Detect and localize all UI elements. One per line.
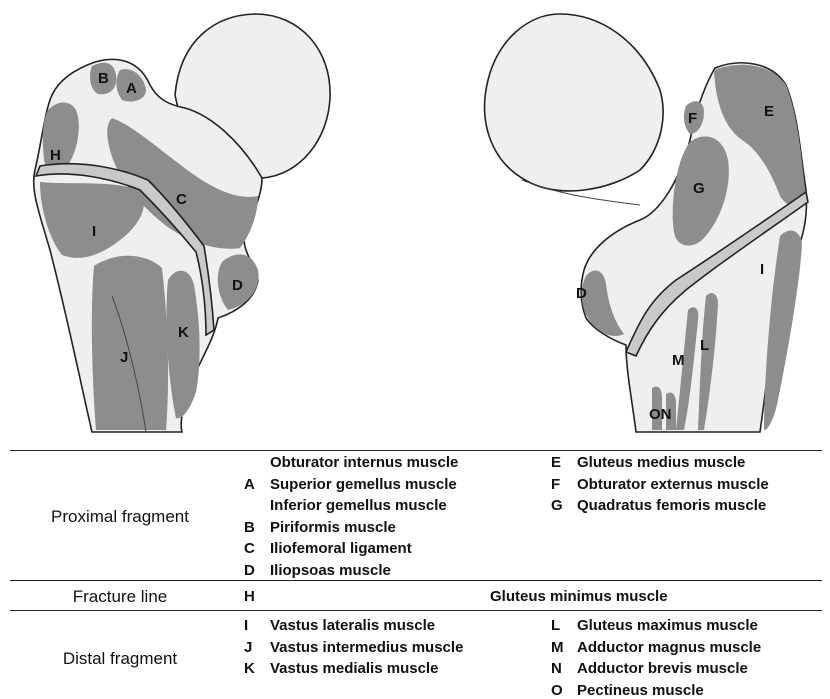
section-proximal-label: Proximal fragment [0, 507, 240, 527]
right-femur: F E G I D L M ON [485, 14, 808, 432]
legend-entry-code: I [244, 617, 270, 634]
legend-entry-name: Quadratus femoris muscle [577, 497, 766, 514]
label-l-right: L [700, 337, 709, 354]
legend-entry-name: Iliofemoral ligament [270, 540, 412, 557]
label-k-left: K [178, 324, 189, 341]
section-fracture-label: Fracture line [0, 587, 240, 607]
label-b-left: B [98, 70, 109, 87]
muscle-j-left [92, 256, 168, 430]
legend-entry-code: E [551, 454, 577, 471]
top-rule [10, 450, 822, 451]
legend-entry-code: B [244, 519, 270, 536]
legend-entry: Inferior gemellus muscle [244, 497, 447, 514]
label-e-right: E [764, 103, 774, 120]
legend-entry-name: Gluteus medius muscle [577, 454, 745, 471]
legend-entry-name: Pectineus muscle [577, 682, 704, 699]
label-c-left: C [176, 191, 187, 208]
label-h-left: H [50, 147, 61, 164]
legend-entry-name: Adductor magnus muscle [577, 639, 761, 656]
legend-entry-code: K [244, 660, 270, 677]
legend-entry-name: Obturator externus muscle [577, 476, 769, 493]
label-a-left: A [126, 80, 137, 97]
fracture-code: H [244, 588, 255, 605]
legend-entry-name: Vastus medialis muscle [270, 660, 438, 677]
femur-illustrations: B A H C I D K J F E G I D L M ON [0, 0, 830, 440]
legend-entry-code: D [244, 562, 270, 579]
label-m-right: M [672, 352, 685, 369]
legend-entry-name: Vastus lateralis muscle [270, 617, 435, 634]
legend-entry-code: J [244, 639, 270, 656]
legend-entry-name: Obturator internus muscle [270, 454, 458, 471]
legend-entry-code: O [551, 682, 577, 699]
legend-entry-name: Piriformis muscle [270, 519, 396, 536]
label-d-left: D [232, 277, 243, 294]
legend-entry-code: C [244, 540, 270, 557]
legend-entry-name: Gluteus maximus muscle [577, 617, 758, 634]
legend-entry-code: N [551, 660, 577, 677]
legend-entry-name: Superior gemellus muscle [270, 476, 457, 493]
legend-table: Proximal fragment Obturator internus mus… [0, 440, 830, 698]
fracture-name: Gluteus minimus muscle [490, 588, 668, 605]
left-femur: B A H C I D K J [34, 14, 330, 432]
legend-entry-code: M [551, 639, 577, 656]
legend-entry-code: F [551, 476, 577, 493]
label-g-right: G [693, 180, 705, 197]
legend-entry-name: Vastus intermedius muscle [270, 639, 463, 656]
right-femoral-head [485, 14, 663, 191]
fracture-top-rule [10, 580, 822, 581]
legend-entry-name: Inferior gemellus muscle [270, 497, 447, 514]
legend-entry-name: Adductor brevis muscle [577, 660, 748, 677]
label-i-right: I [760, 261, 764, 278]
legend-entry-code: L [551, 617, 577, 634]
label-on-right: ON [649, 406, 672, 423]
legend-entry-code: A [244, 476, 270, 493]
label-f-right: F [688, 110, 697, 127]
femur-diagram: B A H C I D K J F E G I D L M ON [0, 0, 830, 440]
section-distal-label: Distal fragment [0, 649, 240, 669]
label-j-left: J [120, 349, 128, 366]
label-i-left: I [92, 223, 96, 240]
label-d-right: D [576, 285, 587, 302]
legend-entry-name: Iliopsoas muscle [270, 562, 391, 579]
legend-entry: Obturator internus muscle [244, 454, 458, 471]
legend-entry-code: G [551, 497, 577, 514]
distal-top-rule [10, 610, 822, 611]
